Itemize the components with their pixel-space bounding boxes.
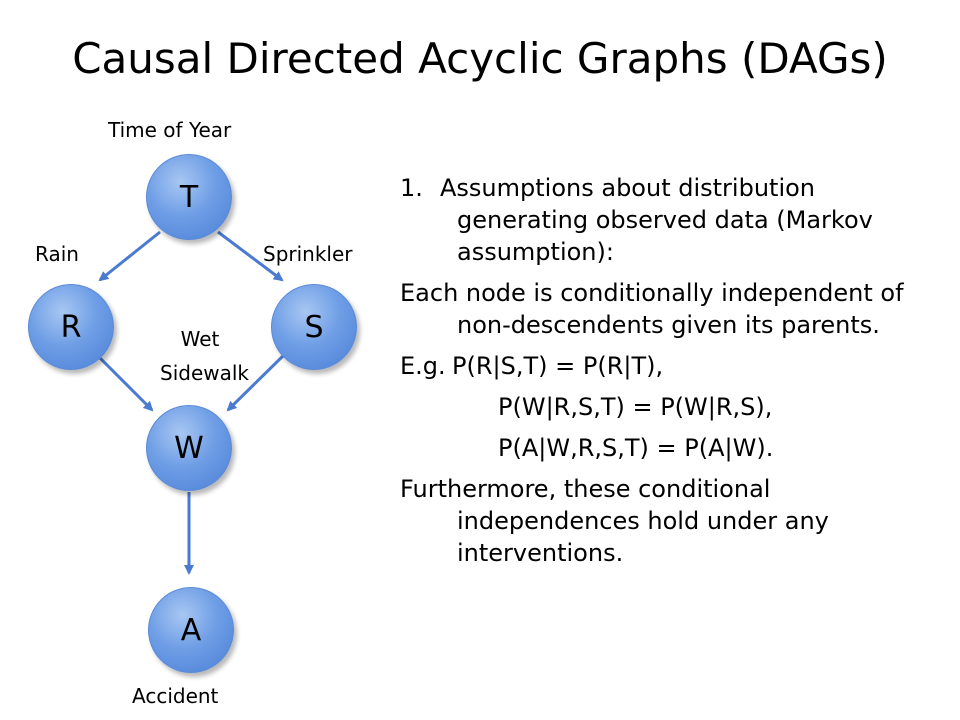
label-time-of-year: Time of Year <box>108 118 232 142</box>
para-markov-condition: Each node is conditionally independent o… <box>400 279 904 339</box>
node-w: W <box>146 405 232 491</box>
equation-1: P(R|S,T) = P(R|T), <box>452 352 664 380</box>
equation-3: P(A|W,R,S,T) = P(A|W). <box>498 434 774 462</box>
example-line: E.g. P(R|S,T) = P(R|T), <box>400 350 945 382</box>
node-s: S <box>271 284 357 370</box>
edge-s-to-w <box>226 351 288 412</box>
para-interventions: Furthermore, these conditional independe… <box>400 475 829 567</box>
label-accident: Accident <box>132 684 219 708</box>
edge-t-to-s <box>217 230 284 282</box>
explanation-text: 1. Assumptions about distribution generat… <box>400 172 945 578</box>
item-1-text: Assumptions about distribution generatin… <box>440 174 873 266</box>
slide-title: Causal Directed Acyclic Graphs (DAGs) <box>72 34 888 83</box>
equation-2: P(W|R,S,T) = P(W|R,S), <box>498 393 773 421</box>
node-t: T <box>146 154 232 240</box>
node-r: R <box>28 284 114 370</box>
label-sprinkler: Sprinkler <box>263 242 353 266</box>
item-1: 1. Assumptions about distribution generat… <box>400 172 945 268</box>
label-wet-line: Wet <box>180 327 220 351</box>
eg-prefix: E.g. <box>400 352 446 380</box>
edge-t-to-r <box>98 230 161 282</box>
node-a: A <box>148 587 234 673</box>
label-wet-sidewalk: Wet Sidewalk <box>160 322 250 390</box>
edge-r-to-w <box>93 351 154 412</box>
label-rain: Rain <box>35 242 79 266</box>
label-sidewalk-line: Sidewalk <box>160 361 250 385</box>
item-1-number: 1. <box>400 174 423 202</box>
